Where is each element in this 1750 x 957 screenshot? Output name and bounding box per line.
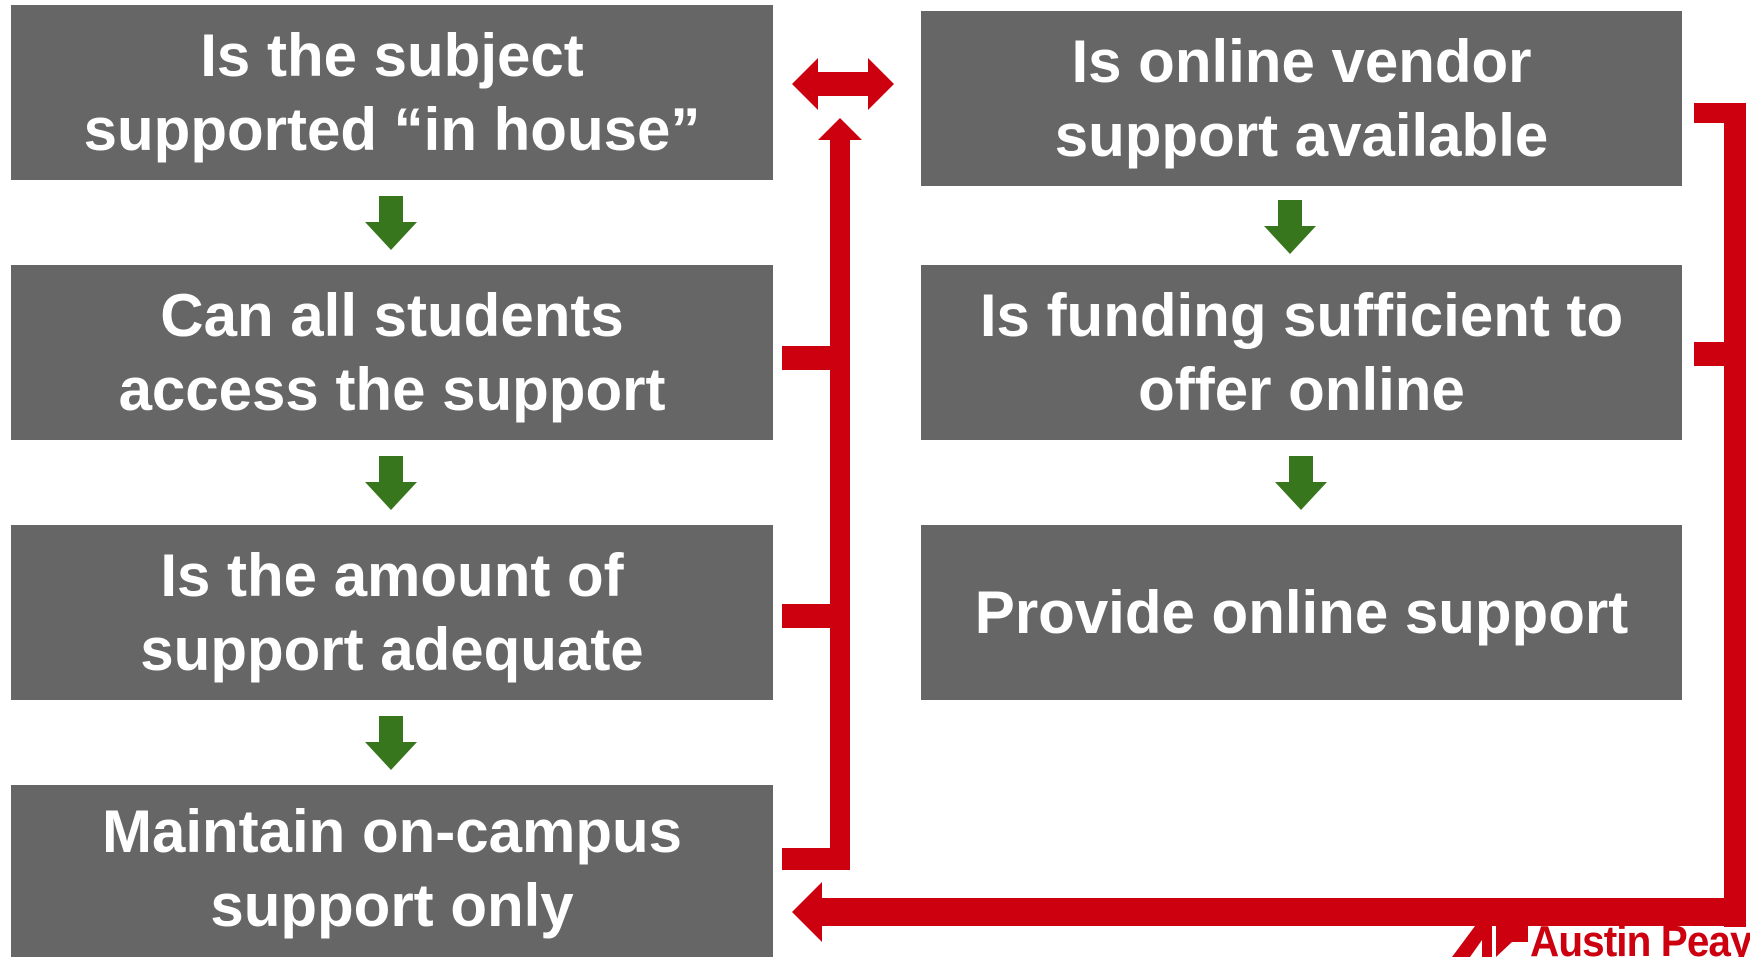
no-branch-line <box>782 346 832 370</box>
box-line: support adequate <box>140 615 644 683</box>
no-return-line <box>820 898 1746 926</box>
yes-arrow-down-icon <box>365 716 417 770</box>
step-subject-supported-in-house: Is the subject supported “in house” <box>11 5 773 180</box>
box-line: support available <box>1054 101 1549 169</box>
box-line: Is the amount of <box>160 541 624 609</box>
step-funding-sufficient: Is funding sufficient to offer online <box>921 265 1682 440</box>
box-line: Provide online support <box>974 578 1629 646</box>
box-line: supported “in house” <box>83 95 701 163</box>
box-line: Is funding sufficient to <box>979 281 1624 349</box>
yes-arrow-down-icon <box>1264 200 1316 254</box>
box-line: support only <box>210 872 574 939</box>
no-branch-line <box>782 604 832 628</box>
box-line: Is online vendor <box>1071 27 1532 95</box>
no-arrow-up-icon <box>818 118 862 140</box>
box-line: access the support <box>118 355 666 423</box>
box-line: Can all students <box>160 281 624 349</box>
no-arrow-left-icon <box>792 882 822 942</box>
box-line: Maintain on-campus <box>101 798 683 865</box>
outcome-maintain-on-campus: Maintain on-campus support only <box>11 785 773 957</box>
no-trunk-line <box>1724 103 1746 927</box>
yes-arrow-down-icon <box>365 196 417 250</box>
step-support-amount-adequate: Is the amount of support adequate <box>11 525 773 700</box>
austin-peay-mark-icon <box>1452 922 1528 957</box>
yes-arrow-down-icon <box>1275 456 1327 510</box>
double-arrow-icon <box>792 58 894 110</box>
step-online-vendor-available: Is online vendor support available <box>921 11 1682 186</box>
yes-arrow-down-icon <box>365 456 417 510</box>
outcome-provide-online-support: Provide online support <box>921 525 1682 700</box>
box-line: Is the subject <box>200 21 584 89</box>
austin-peay-wordmark: Austin Peay <box>1530 918 1750 957</box>
box-line: offer online <box>1138 355 1465 423</box>
austin-peay-logo: Austin Peay <box>1452 918 1750 957</box>
no-trunk-line <box>830 138 850 870</box>
step-students-access-support: Can all students access the support <box>11 265 773 440</box>
